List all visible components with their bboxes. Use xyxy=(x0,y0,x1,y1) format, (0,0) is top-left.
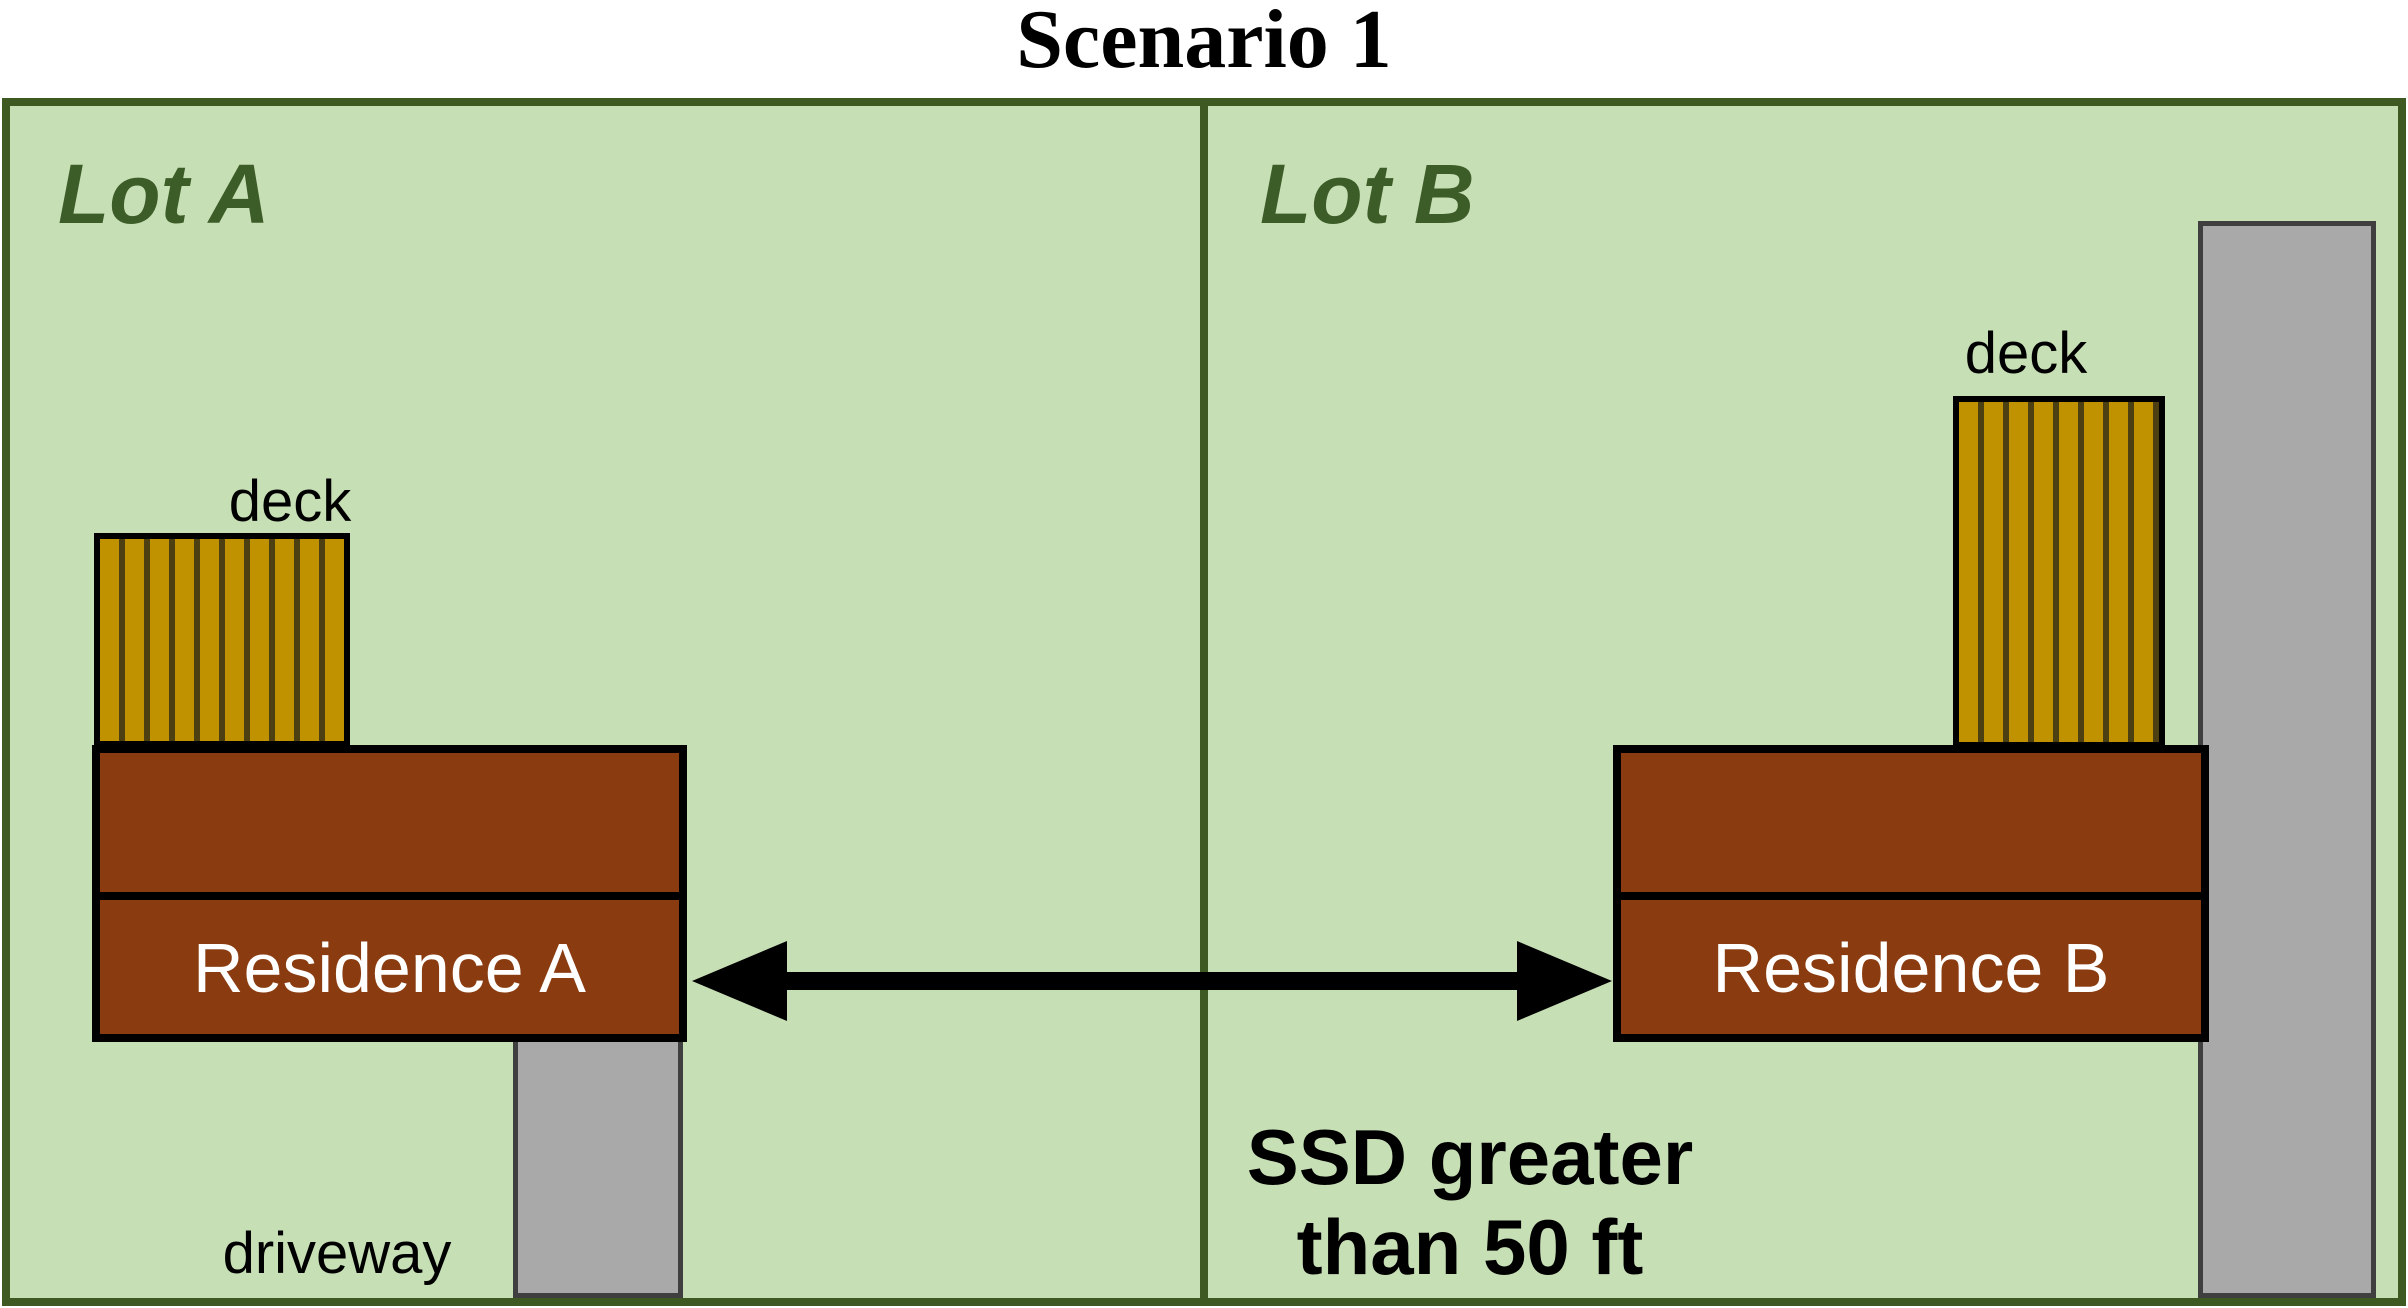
driveway-b xyxy=(2198,221,2376,1298)
ssd-annotation: SSD greater than 50 ft xyxy=(1205,1112,1735,1292)
driveway-a xyxy=(513,1036,683,1298)
residence-a xyxy=(92,745,687,1042)
lot-boundary-line xyxy=(1200,106,1208,1298)
driveway-label: driveway xyxy=(222,1221,452,1286)
residence-a-section-divider xyxy=(92,892,687,900)
deck-a xyxy=(94,533,350,747)
diagram-title: Scenario 1 xyxy=(1016,0,1392,86)
residence-b-label: Residence B xyxy=(1712,929,2110,1007)
ssd-annotation-line2: than 50 ft xyxy=(1296,1203,1644,1291)
residence-a-label: Residence A xyxy=(192,929,587,1007)
deck-b xyxy=(1953,396,2165,748)
residence-b-section-divider xyxy=(1613,892,2209,900)
lot-b-label: Lot B xyxy=(1260,147,1475,241)
separation-distance-arrow xyxy=(692,941,1612,1021)
deck-a-label: deck xyxy=(228,469,352,534)
deck-b-label: deck xyxy=(1964,321,2088,386)
ssd-annotation-line1: SSD greater xyxy=(1246,1113,1694,1201)
residence-b xyxy=(1613,745,2209,1042)
lot-a-label: Lot A xyxy=(58,147,270,241)
